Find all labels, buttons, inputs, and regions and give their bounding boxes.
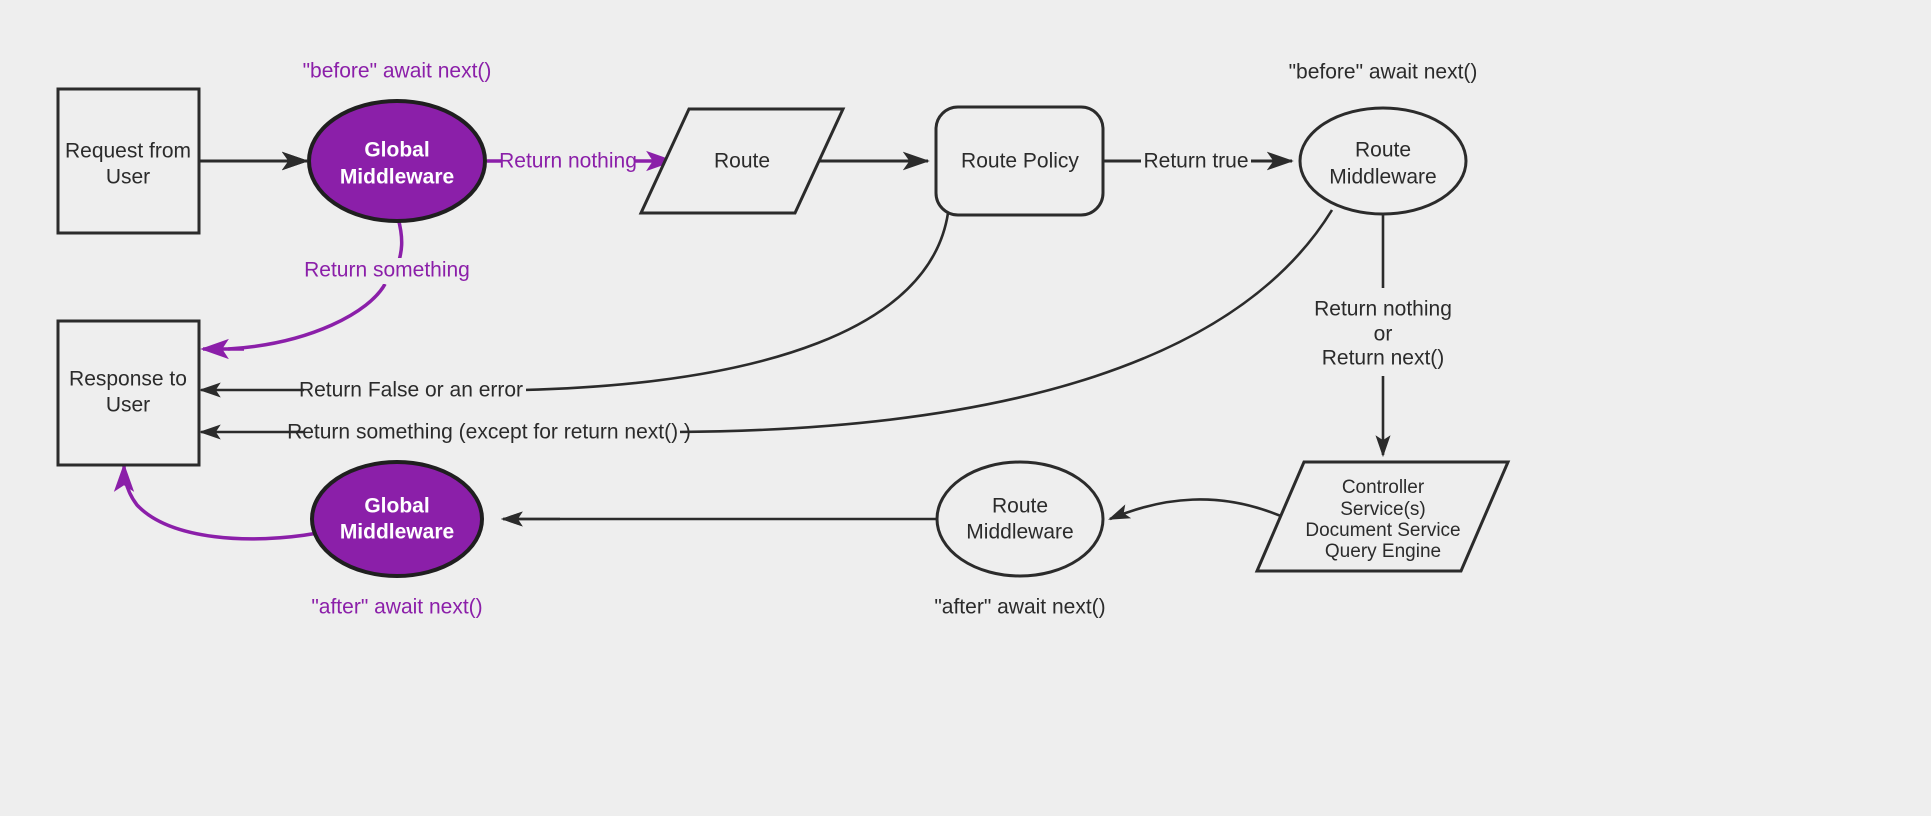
node-controller-line1: Controller bbox=[1342, 477, 1425, 498]
edge-label-or: or bbox=[1374, 323, 1393, 346]
edge-routemw-to-response bbox=[675, 209, 1334, 434]
node-global-middleware-top-line2: Middleware bbox=[340, 166, 454, 189]
node-controller-services[interactable]: Controller Service(s) Document Service Q… bbox=[1254, 460, 1511, 573]
node-global-middleware-bottom-line2: Middleware bbox=[340, 521, 454, 544]
node-global-middleware-bottom-line1: Global bbox=[364, 495, 429, 518]
edge-label-return-nothing-2: Return nothing bbox=[1314, 298, 1452, 321]
node-route-middleware-bottom-shape bbox=[935, 460, 1105, 578]
annotation-before-await-next-route: "before" await next() bbox=[1289, 61, 1478, 84]
node-route-middleware-top-line2: Middleware bbox=[1329, 166, 1436, 189]
node-global-middleware-top-line1: Global bbox=[364, 139, 429, 162]
node-route-middleware-bottom-line1: Route bbox=[992, 495, 1048, 518]
node-route-policy-shape bbox=[934, 105, 1105, 217]
node-request-from-user-line2: User bbox=[106, 166, 150, 189]
node-route-middleware-bottom-line2: Middleware bbox=[966, 521, 1073, 544]
node-route-shape bbox=[638, 107, 846, 215]
edge-global-middleware-bottom-to-response bbox=[113, 463, 319, 541]
node-controller-line2: Service(s) bbox=[1340, 499, 1426, 520]
node-global-middleware-top-shape bbox=[307, 99, 487, 223]
node-global-middleware-top[interactable]: Global Middleware bbox=[307, 99, 487, 223]
node-route-middleware-top-line1: Route bbox=[1355, 139, 1411, 162]
label-bg-return-nothing-or-next bbox=[1310, 288, 1458, 376]
node-response-to-user[interactable]: Response to User bbox=[56, 319, 201, 467]
edge-label-return-something: Return something bbox=[304, 259, 470, 282]
label-bg-return-something bbox=[308, 258, 468, 284]
label-bg-return-nothing bbox=[501, 148, 635, 174]
edge-label-return-nothing: Return nothing bbox=[499, 150, 637, 173]
node-request-from-user-shape bbox=[56, 87, 201, 235]
annotation-after-await-next-route: "after" await next() bbox=[934, 596, 1105, 619]
node-controller-services-shape bbox=[1254, 460, 1511, 573]
node-request-from-user[interactable]: Request from User bbox=[56, 87, 201, 235]
node-route-middleware-top[interactable]: Route Middleware bbox=[1298, 106, 1468, 216]
label-bg-return-true bbox=[1141, 148, 1251, 174]
edge-label-return-next: Return next() bbox=[1322, 347, 1445, 370]
label-bg-return-something-except bbox=[304, 419, 680, 445]
node-response-to-user-shape bbox=[56, 319, 201, 467]
label-bg-return-false bbox=[304, 377, 526, 403]
edge-label-return-false-or-error: Return False or an error bbox=[299, 379, 523, 402]
edge-policy-to-response bbox=[522, 212, 950, 392]
node-response-to-user-line1: Response to bbox=[69, 368, 187, 391]
node-controller-line3: Document Service bbox=[1305, 520, 1460, 541]
node-controller-line4: Query Engine bbox=[1325, 541, 1441, 562]
node-route-label: Route bbox=[714, 150, 770, 173]
annotation-before-await-next-global: "before" await next() bbox=[303, 60, 492, 83]
edge-label-return-true: Return true bbox=[1143, 150, 1248, 173]
edge-controller-to-route-middleware-bottom bbox=[1108, 498, 1291, 522]
node-route-policy-label: Route Policy bbox=[961, 150, 1079, 173]
node-route-middleware-top-shape bbox=[1298, 106, 1468, 216]
node-route-middleware-bottom[interactable]: Route Middleware bbox=[935, 460, 1105, 578]
node-route[interactable]: Route bbox=[638, 107, 846, 215]
edge-global-to-response-lower bbox=[227, 283, 387, 351]
node-request-from-user-line1: Request from bbox=[65, 140, 191, 163]
node-route-policy[interactable]: Route Policy bbox=[934, 105, 1105, 217]
node-global-middleware-bottom-shape bbox=[310, 460, 484, 578]
node-response-to-user-line2: User bbox=[106, 394, 150, 417]
edge-label-return-something-except-next: Return something (except for return next… bbox=[287, 421, 691, 444]
annotation-after-await-next-global: "after" await next() bbox=[311, 596, 482, 619]
node-global-middleware-bottom[interactable]: Global Middleware bbox=[310, 460, 484, 578]
